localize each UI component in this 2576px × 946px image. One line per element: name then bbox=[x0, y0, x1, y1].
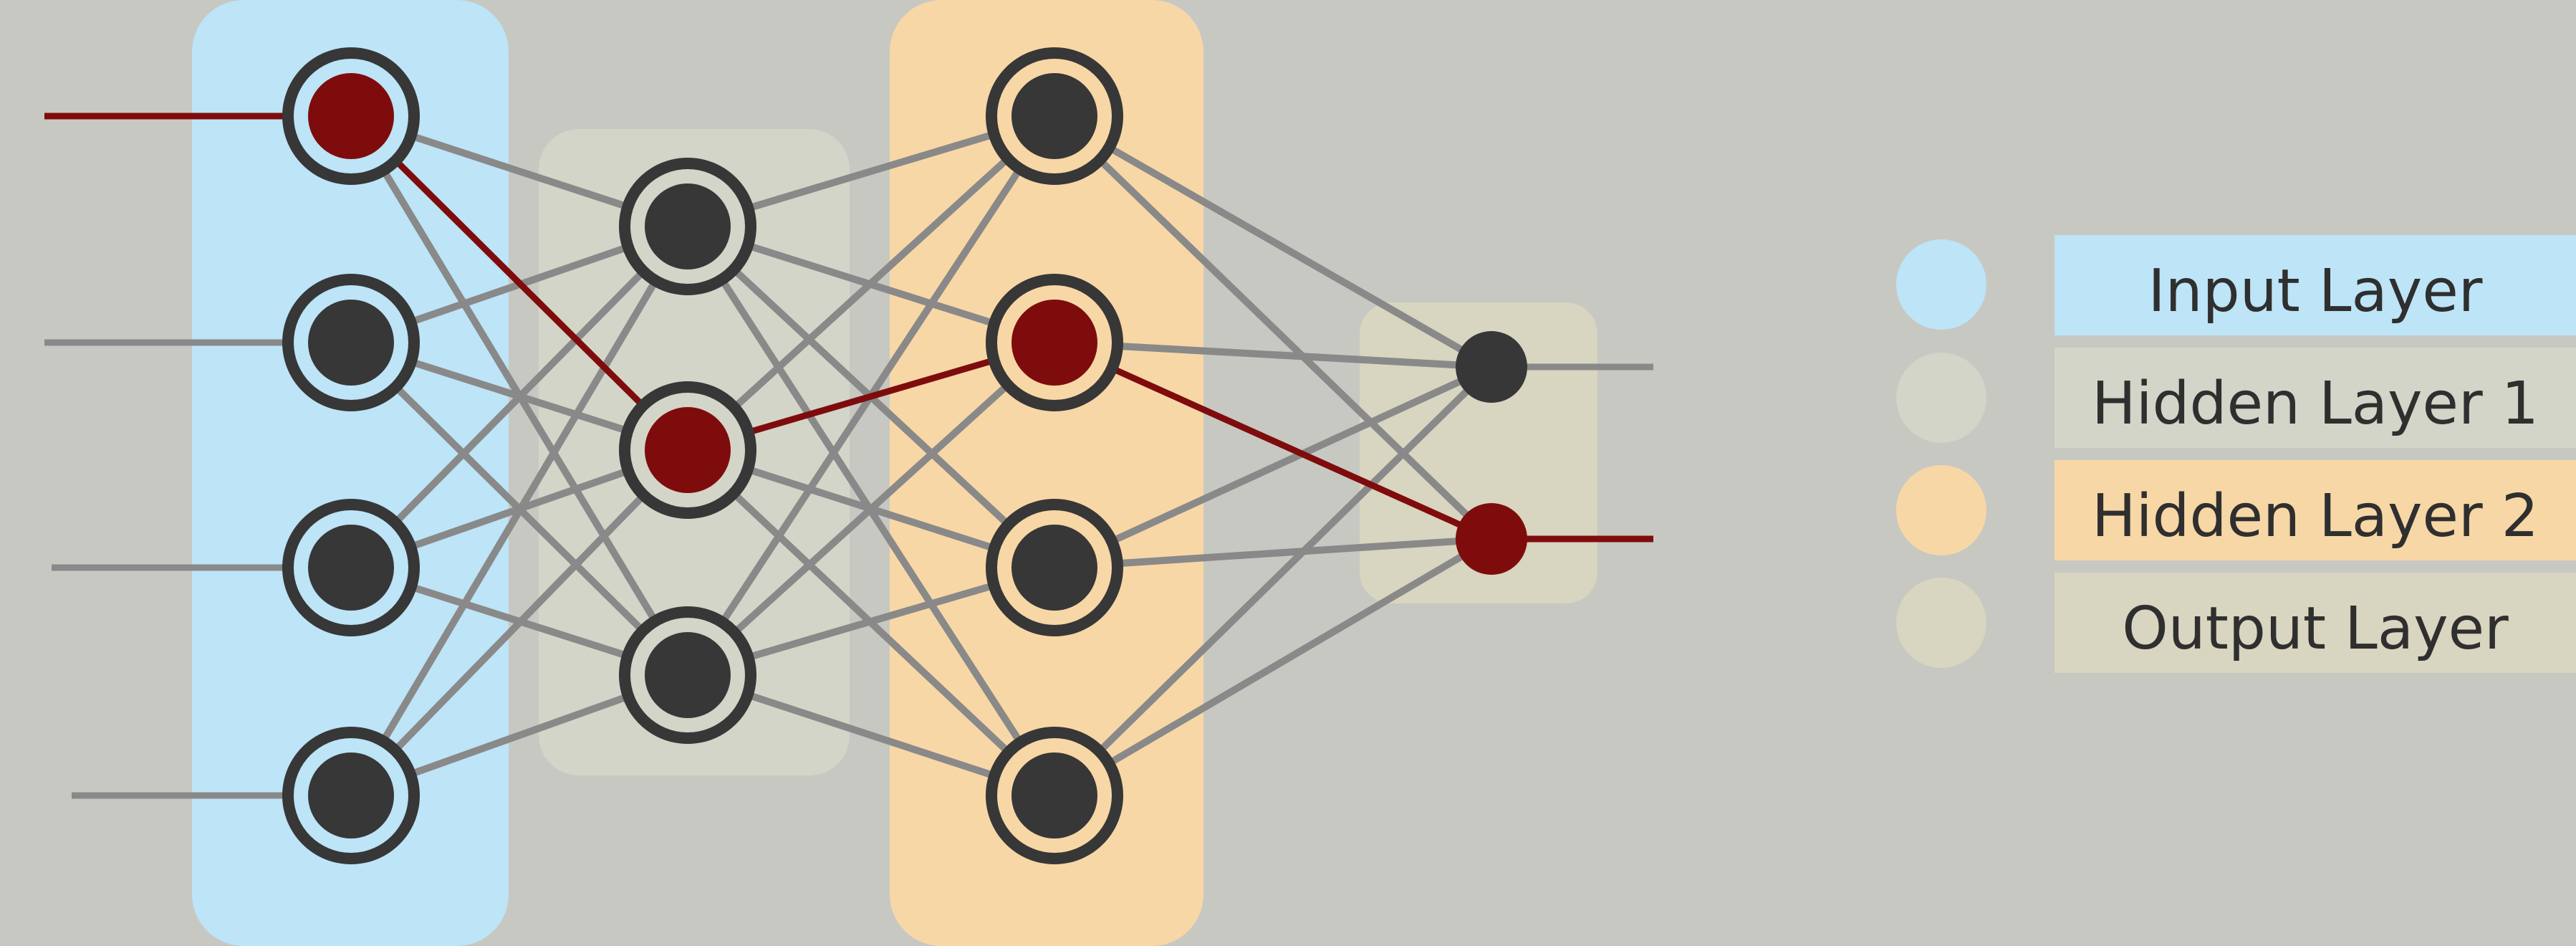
node-active bbox=[645, 407, 731, 493]
node-active bbox=[1011, 300, 1097, 386]
node bbox=[645, 632, 731, 718]
legend-label-output-layer: Output Layer bbox=[2122, 595, 2509, 663]
legend-label-hidden-layer-2: Hidden Layer 2 bbox=[2092, 482, 2539, 550]
legend-label-input-layer: Input Layer bbox=[2148, 257, 2482, 325]
edge bbox=[1051, 535, 1495, 571]
node bbox=[308, 752, 394, 838]
node bbox=[308, 300, 394, 386]
edge bbox=[347, 446, 691, 799]
node bbox=[308, 525, 394, 611]
legend-item-hidden-layer-1: Hidden Layer 1 bbox=[1896, 348, 2576, 448]
edge bbox=[684, 113, 1058, 454]
legend-swatch-input-layer bbox=[1896, 239, 1986, 330]
output-node-active bbox=[1456, 503, 1527, 575]
edge bbox=[1051, 535, 1495, 799]
legend-label-hidden-layer-1: Hidden Layer 1 bbox=[2092, 370, 2539, 438]
node bbox=[1011, 73, 1097, 159]
legend-bar-input-layer bbox=[2054, 235, 2576, 335]
legend-item-input-layer: Input Layer bbox=[1896, 235, 2576, 335]
legend: Input Layer Hidden Layer 1 Hidden Layer … bbox=[1896, 235, 2576, 673]
edge bbox=[684, 339, 1058, 679]
output-node bbox=[1456, 331, 1527, 403]
legend-bar-output-layer bbox=[2054, 573, 2576, 673]
edge bbox=[1051, 113, 1495, 543]
legend-bar-hidden-layer-1 bbox=[2054, 348, 2576, 448]
edge bbox=[347, 223, 691, 571]
edge bbox=[1051, 339, 1495, 371]
edge bbox=[1051, 113, 1495, 371]
layer-bg-output bbox=[1360, 302, 1597, 603]
legend-swatch-hidden-layer-1 bbox=[1896, 353, 1986, 443]
layer-bg-input bbox=[192, 0, 509, 946]
legend-item-output-layer: Output Layer bbox=[1896, 573, 2576, 673]
edge-active bbox=[347, 113, 691, 454]
edge bbox=[347, 223, 691, 799]
edge bbox=[1051, 363, 1495, 571]
node bbox=[1011, 752, 1097, 838]
node-active bbox=[308, 73, 394, 159]
nodes bbox=[282, 47, 1527, 864]
node bbox=[1011, 525, 1097, 611]
legend-item-hidden-layer-2: Hidden Layer 2 bbox=[1896, 460, 2576, 560]
node bbox=[645, 183, 731, 269]
edge-active bbox=[1051, 339, 1495, 543]
legend-swatch-output-layer bbox=[1896, 578, 1986, 668]
legend-swatch-hidden-layer-2 bbox=[1896, 465, 1986, 555]
legend-bar-hidden-layer-2 bbox=[2054, 460, 2576, 560]
edge bbox=[1051, 363, 1495, 799]
